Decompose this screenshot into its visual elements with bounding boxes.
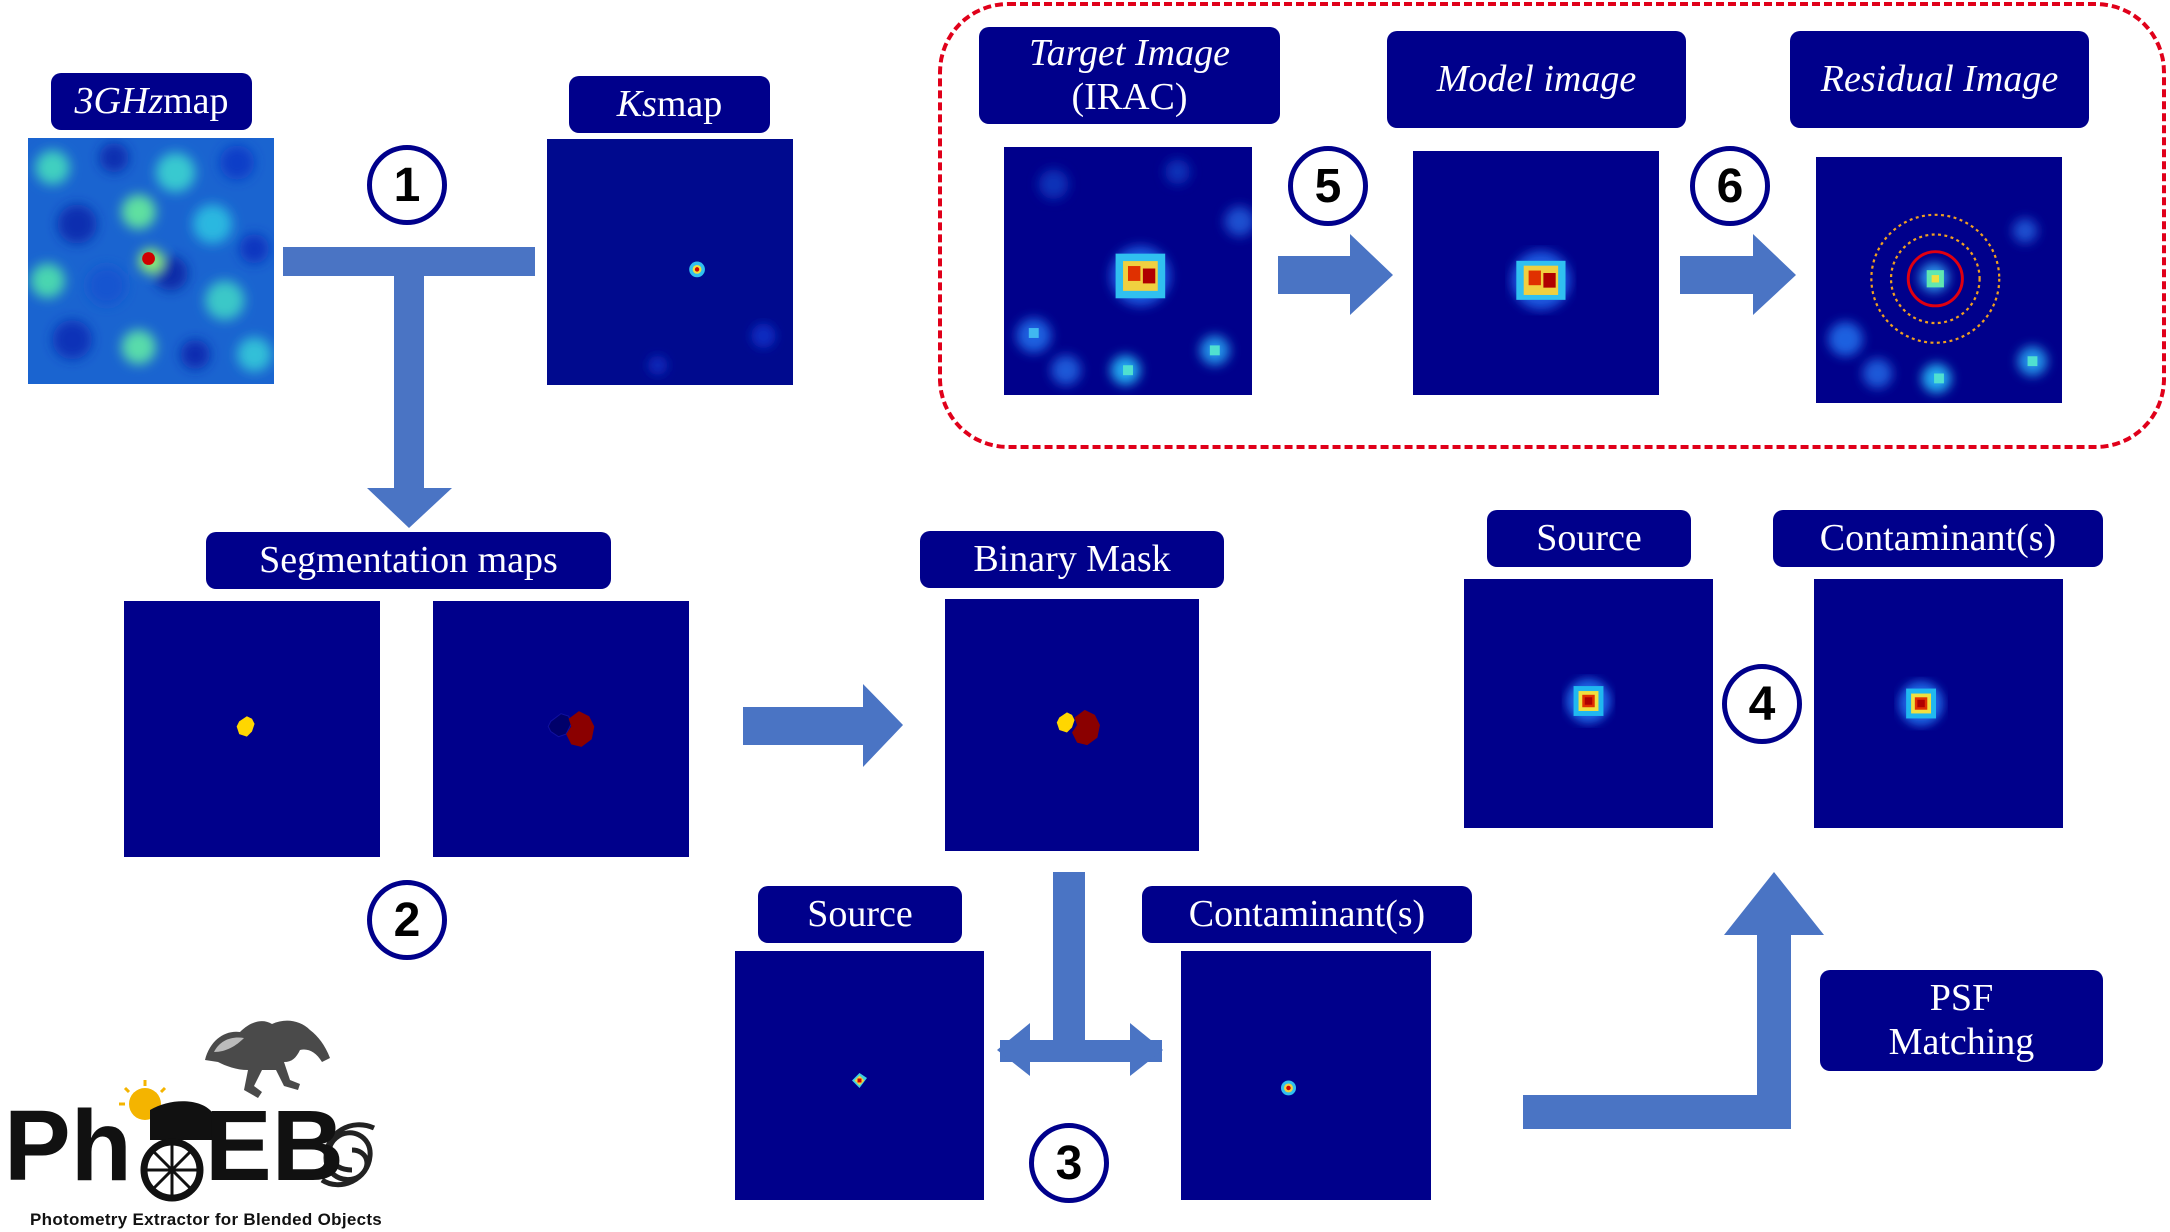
psf-line-1: PSF — [1929, 976, 1994, 1019]
label-3ghz-word: map — [163, 79, 229, 122]
source-image-right — [1464, 579, 1713, 828]
arrow-l-stem — [1757, 935, 1791, 1129]
logo-subtitle: Photometry Extractor for Blended Objects — [30, 1210, 383, 1229]
logo-graphic — [119, 1020, 376, 1202]
arrow-split-left — [997, 1023, 1030, 1076]
source-image-left — [735, 951, 984, 1200]
label-3ghz-unit: 3GHz — [74, 79, 164, 122]
label-source-left: Source — [758, 886, 962, 943]
contaminant-image-right — [1814, 579, 2063, 828]
target-line-2: (IRAC) — [1071, 75, 1188, 118]
arrow-l-head — [1724, 872, 1824, 935]
galaxy-icon — [320, 1122, 376, 1188]
step-3: 3 — [1029, 1123, 1109, 1203]
label-contaminants-left: Contaminant(s) — [1142, 886, 1472, 943]
logo-word-eb: EB — [205, 1090, 344, 1202]
segmentation-map-contaminant — [433, 601, 689, 857]
arrow-split-right — [1130, 1023, 1163, 1076]
map-ks-image — [547, 139, 793, 385]
label-psf-matching: PSF Matching — [1820, 970, 2103, 1071]
target-image-irac — [1004, 147, 1252, 395]
label-contaminants-right: Contaminant(s) — [1773, 510, 2103, 567]
logo-word-ph: Ph — [4, 1090, 132, 1202]
residual-image — [1816, 157, 2062, 403]
label-ks-unit: Ks — [616, 82, 657, 125]
arrow-split-stem — [1053, 872, 1085, 1050]
label-target-image: Target Image (IRAC) — [979, 27, 1280, 124]
segmentation-map-source — [124, 601, 380, 857]
psf-line-2: Matching — [1888, 1020, 2035, 1063]
arrow-5 — [1278, 234, 1393, 315]
arrow-t-head — [367, 488, 452, 528]
step-2: 2 — [367, 880, 447, 960]
model-image — [1413, 151, 1659, 395]
chariot-icon — [150, 1101, 214, 1140]
label-residual-image: Residual Image — [1790, 31, 2089, 128]
step-4: 4 — [1722, 664, 1802, 744]
arrow-to-mask — [743, 684, 903, 767]
map-3ghz-image — [28, 138, 274, 384]
step-1: 1 — [367, 145, 447, 225]
target-line-1: Target Image — [1029, 31, 1230, 74]
arrow-6 — [1680, 234, 1796, 315]
phoebo-logo: Ph EB Photometry Extractor for Blended O… — [0, 1000, 400, 1232]
binary-mask-image — [945, 599, 1199, 851]
arrow-l-bottom — [1523, 1095, 1791, 1129]
label-segmentation-maps: Segmentation maps — [206, 532, 611, 589]
modeling-group-box — [938, 2, 2166, 449]
label-source-right: Source — [1487, 510, 1691, 567]
label-model-image: Model image — [1387, 31, 1686, 128]
label-ks-map: Ks map — [569, 76, 770, 133]
step-5: 5 — [1288, 146, 1368, 226]
arrow-t-bar — [283, 247, 535, 276]
aperture-inner-annulus — [1889, 233, 1981, 325]
label-3ghz-map: 3GHz map — [51, 73, 252, 130]
contaminant-image-left — [1181, 951, 1431, 1200]
arrow-t-stem — [394, 276, 424, 488]
horse-icon — [205, 1020, 330, 1098]
step-6: 6 — [1690, 146, 1770, 226]
label-binary-mask: Binary Mask — [920, 531, 1224, 588]
label-ks-word: map — [656, 82, 723, 125]
aperture-source-circle — [1906, 250, 1964, 308]
arrow-split-bar — [1025, 1040, 1135, 1062]
